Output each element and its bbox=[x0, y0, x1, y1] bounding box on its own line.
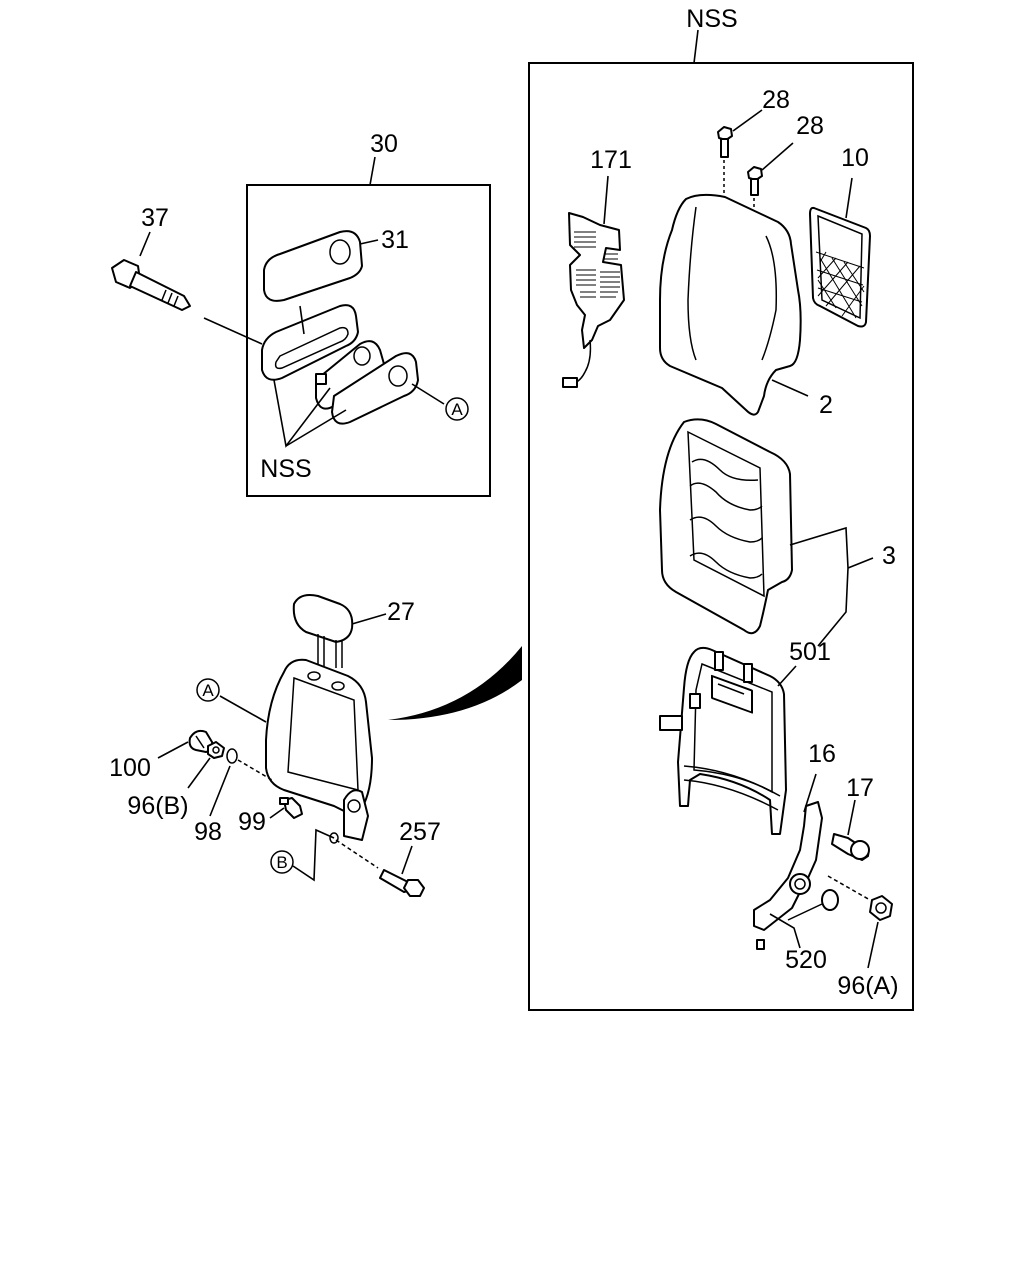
part-520-pin[interactable] bbox=[756, 875, 871, 950]
part-27-headrest[interactable] bbox=[292, 594, 387, 668]
circle-a-callout-small: A bbox=[445, 397, 469, 421]
part-37-long-bolt[interactable] bbox=[111, 231, 263, 345]
label-part-520: 520 bbox=[785, 946, 827, 974]
part-257-bolt[interactable] bbox=[329, 832, 425, 897]
part-30-hinge-kit-box bbox=[246, 156, 491, 497]
label-a-main: A bbox=[202, 681, 214, 700]
nss-assembly-box: NSS bbox=[528, 5, 914, 1011]
part-501-seat-frame[interactable] bbox=[659, 646, 797, 835]
label-part-99: 99 bbox=[238, 808, 266, 836]
label-nss-small: NSS bbox=[260, 455, 311, 483]
part-28-bolt-b[interactable] bbox=[747, 142, 794, 235]
label-part-96a: 96(A) bbox=[837, 972, 898, 1000]
part-99-bolt[interactable] bbox=[269, 797, 303, 819]
label-part-30: 30 bbox=[370, 130, 398, 158]
part-171-heater-element[interactable] bbox=[562, 175, 625, 388]
label-part-28-b: 28 bbox=[796, 112, 824, 140]
label-part-100: 100 bbox=[109, 754, 151, 782]
label-part-96b: 96(B) bbox=[127, 792, 188, 820]
part-96a-nut[interactable] bbox=[867, 895, 893, 969]
direction-arrow bbox=[388, 646, 522, 720]
part-98-washer[interactable] bbox=[209, 748, 273, 817]
part-2-seat-back-cover[interactable] bbox=[659, 193, 809, 416]
label-b-main: B bbox=[276, 853, 287, 872]
part-96b-nut[interactable] bbox=[187, 741, 225, 789]
label-part-3: 3 bbox=[882, 542, 896, 570]
part-3-seat-back-pad[interactable] bbox=[659, 418, 874, 647]
hinge-plate-slotted[interactable] bbox=[261, 304, 359, 381]
hinge-plate-front[interactable] bbox=[331, 352, 445, 425]
circle-b-callout: B bbox=[270, 828, 335, 882]
label-part-17: 17 bbox=[846, 774, 874, 802]
label-part-31: 31 bbox=[381, 226, 409, 254]
label-part-10: 10 bbox=[841, 144, 869, 172]
label-part-257: 257 bbox=[399, 818, 441, 846]
part-10-mesh-panel[interactable] bbox=[809, 177, 871, 328]
label-part-27: 27 bbox=[387, 598, 415, 626]
label-part-28-a: 28 bbox=[762, 86, 790, 114]
label-part-37: 37 bbox=[141, 204, 169, 232]
part-16-recliner-bracket[interactable] bbox=[753, 773, 823, 931]
part-31-cap[interactable] bbox=[263, 230, 379, 302]
circle-a-callout-main: A bbox=[196, 678, 220, 702]
seat-back-assembly[interactable] bbox=[219, 658, 373, 841]
label-part-171: 171 bbox=[590, 146, 632, 174]
label-part-501: 501 bbox=[789, 638, 831, 666]
label-part-16: 16 bbox=[808, 740, 836, 768]
label-a-small: A bbox=[451, 400, 463, 419]
part-17-bolt[interactable] bbox=[831, 799, 870, 861]
nss-small-leaders bbox=[273, 379, 347, 448]
label-part-2: 2 bbox=[819, 391, 833, 419]
label-nss-top: NSS bbox=[686, 5, 737, 33]
part-100-cap[interactable] bbox=[157, 729, 214, 759]
label-part-98: 98 bbox=[194, 818, 222, 846]
